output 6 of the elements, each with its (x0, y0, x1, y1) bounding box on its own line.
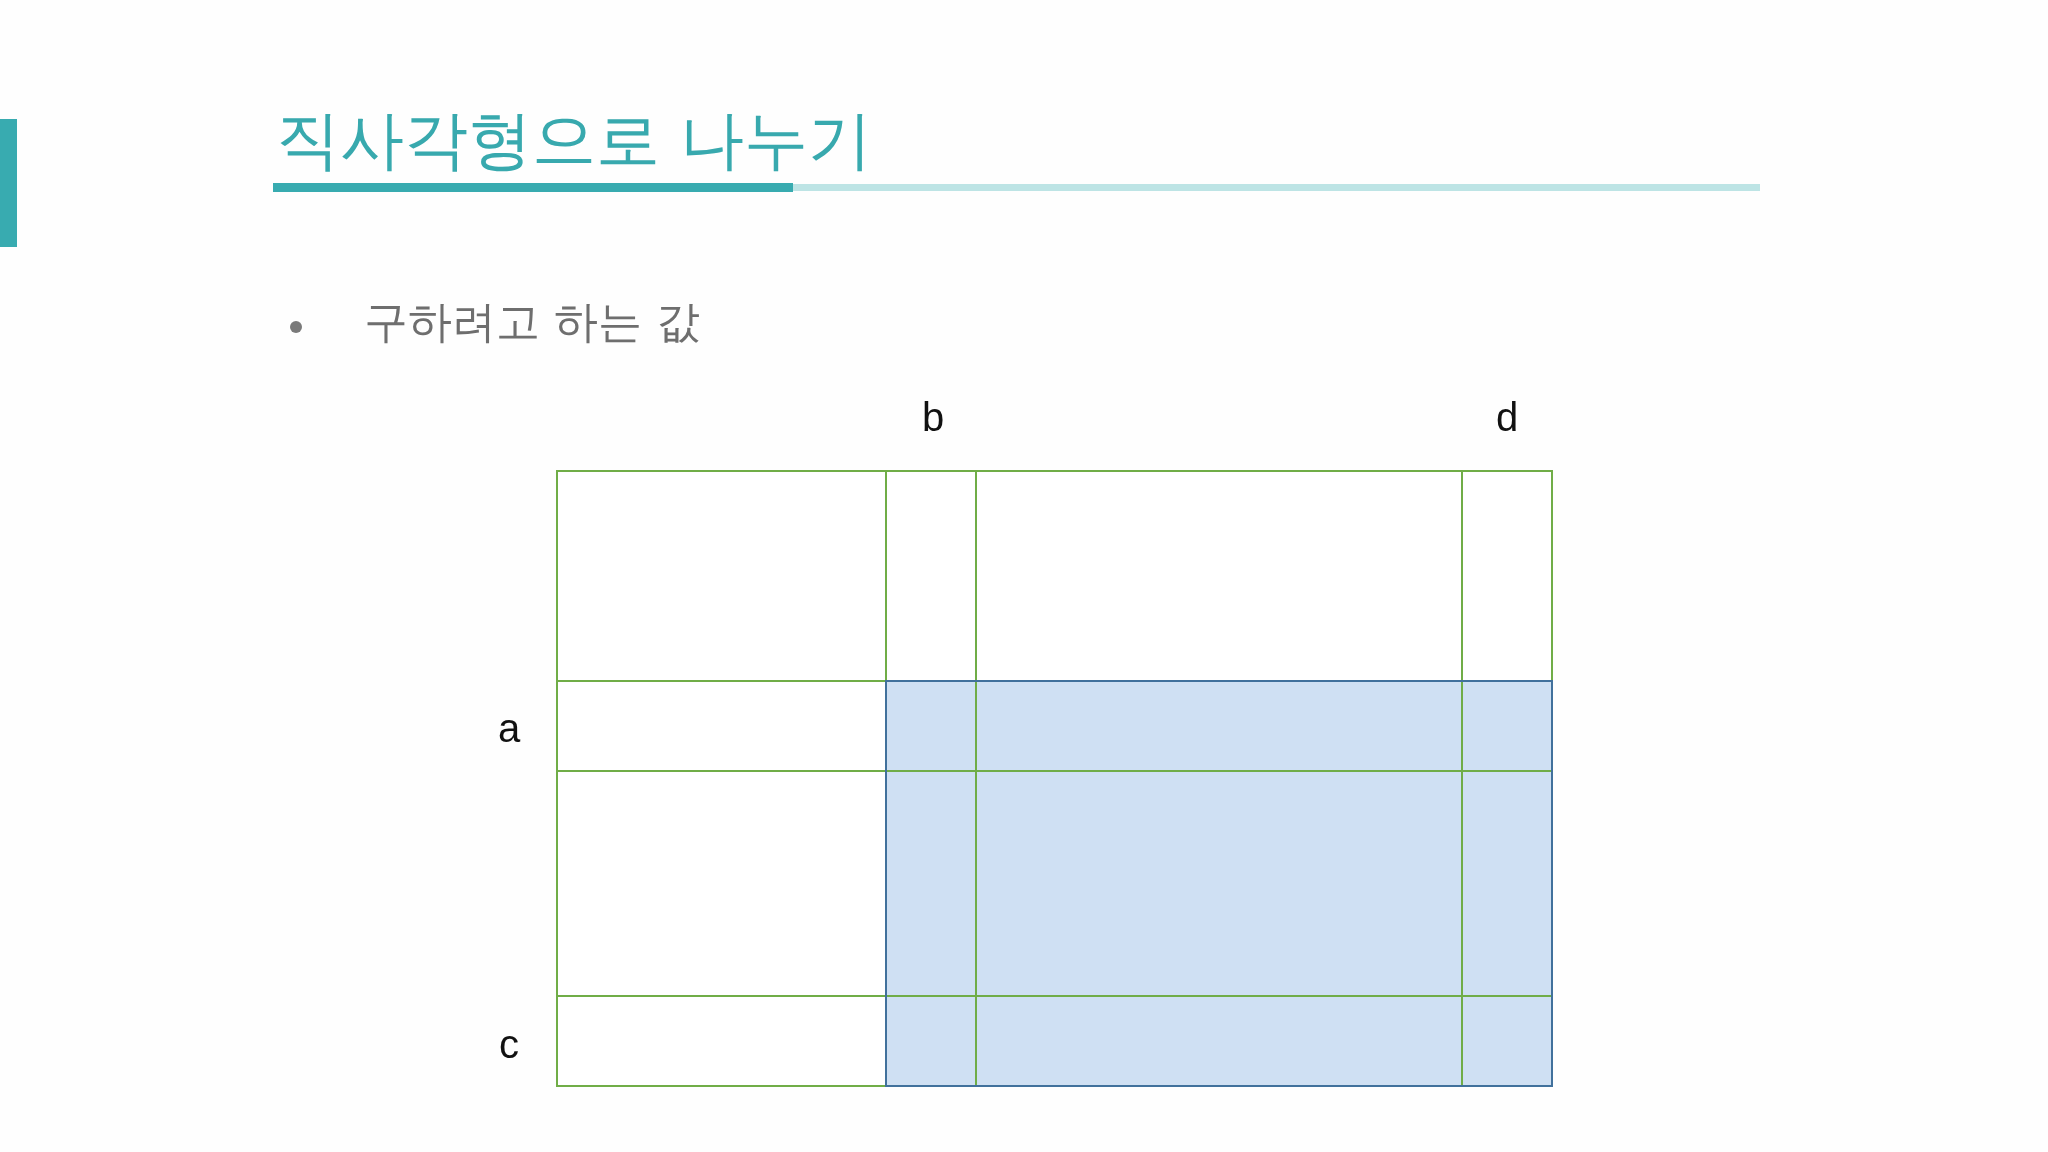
axis-letter: c (499, 1024, 519, 1064)
axis-letter: b (921, 397, 945, 437)
slide-title: 직사각형으로 나누기 (276, 108, 873, 172)
axis-letter: a (497, 708, 521, 748)
axis-letter: d (1495, 397, 1519, 437)
bullet-text: 구하려고 하는 값 (364, 300, 700, 344)
